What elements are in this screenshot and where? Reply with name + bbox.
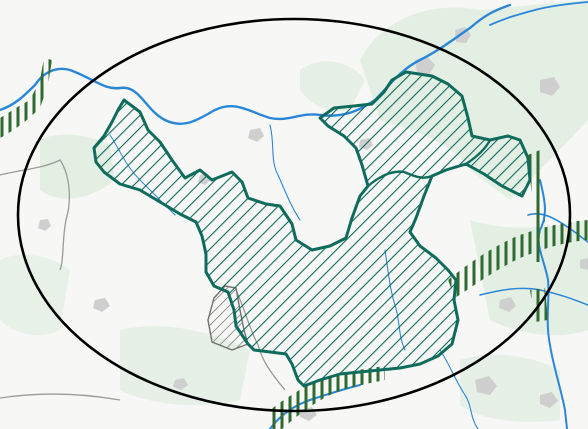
tributary-central bbox=[269, 124, 301, 221]
study-area-ellipse bbox=[16, 17, 572, 413]
corridor-west bbox=[0, 58, 52, 138]
main-river bbox=[0, 3, 512, 125]
corridor-east bbox=[448, 220, 588, 298]
protected-area-inner-boundary-2 bbox=[465, 139, 492, 165]
corridors-layer bbox=[0, 58, 588, 429]
tributary-southeast bbox=[439, 349, 479, 429]
river-ne bbox=[489, 1, 588, 26]
protected-area bbox=[92, 70, 532, 388]
corridor-east-vertical bbox=[528, 150, 545, 262]
corridor-south bbox=[270, 366, 385, 429]
protected-area-inner-boundary bbox=[367, 170, 433, 187]
